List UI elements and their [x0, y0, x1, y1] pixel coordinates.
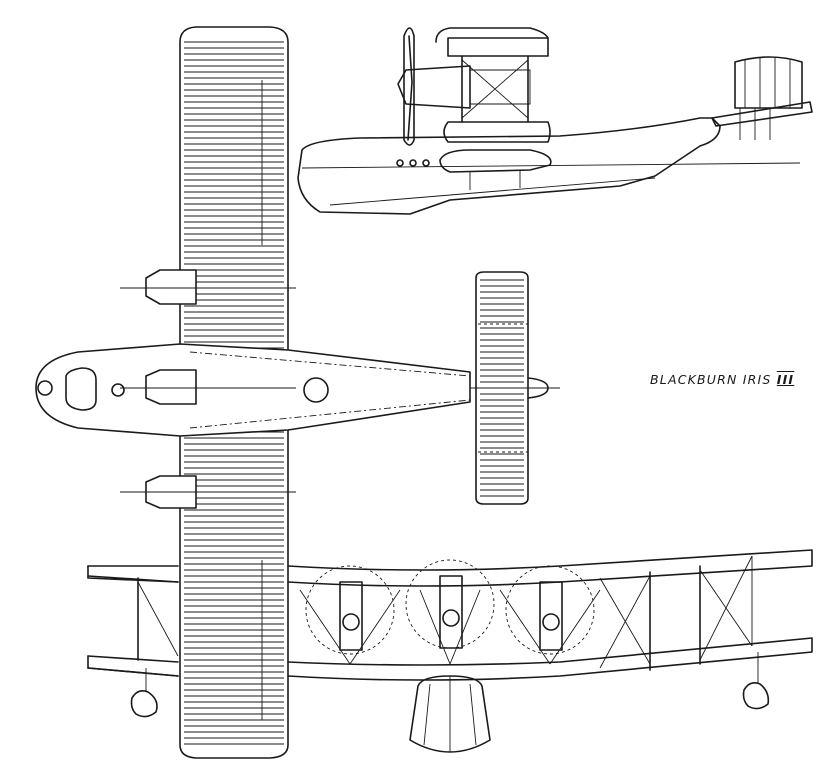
wing-ribs [184, 41, 284, 745]
side-view [297, 27, 813, 215]
front-view [87, 549, 813, 753]
aircraft-name: BLACKBURN IRIS [650, 372, 772, 387]
aircraft-title: BLACKBURN IRIS III [650, 372, 794, 387]
tail-ribs [480, 279, 524, 497]
plan-view [35, 26, 560, 759]
aircraft-mark-numeral: III [776, 372, 795, 387]
